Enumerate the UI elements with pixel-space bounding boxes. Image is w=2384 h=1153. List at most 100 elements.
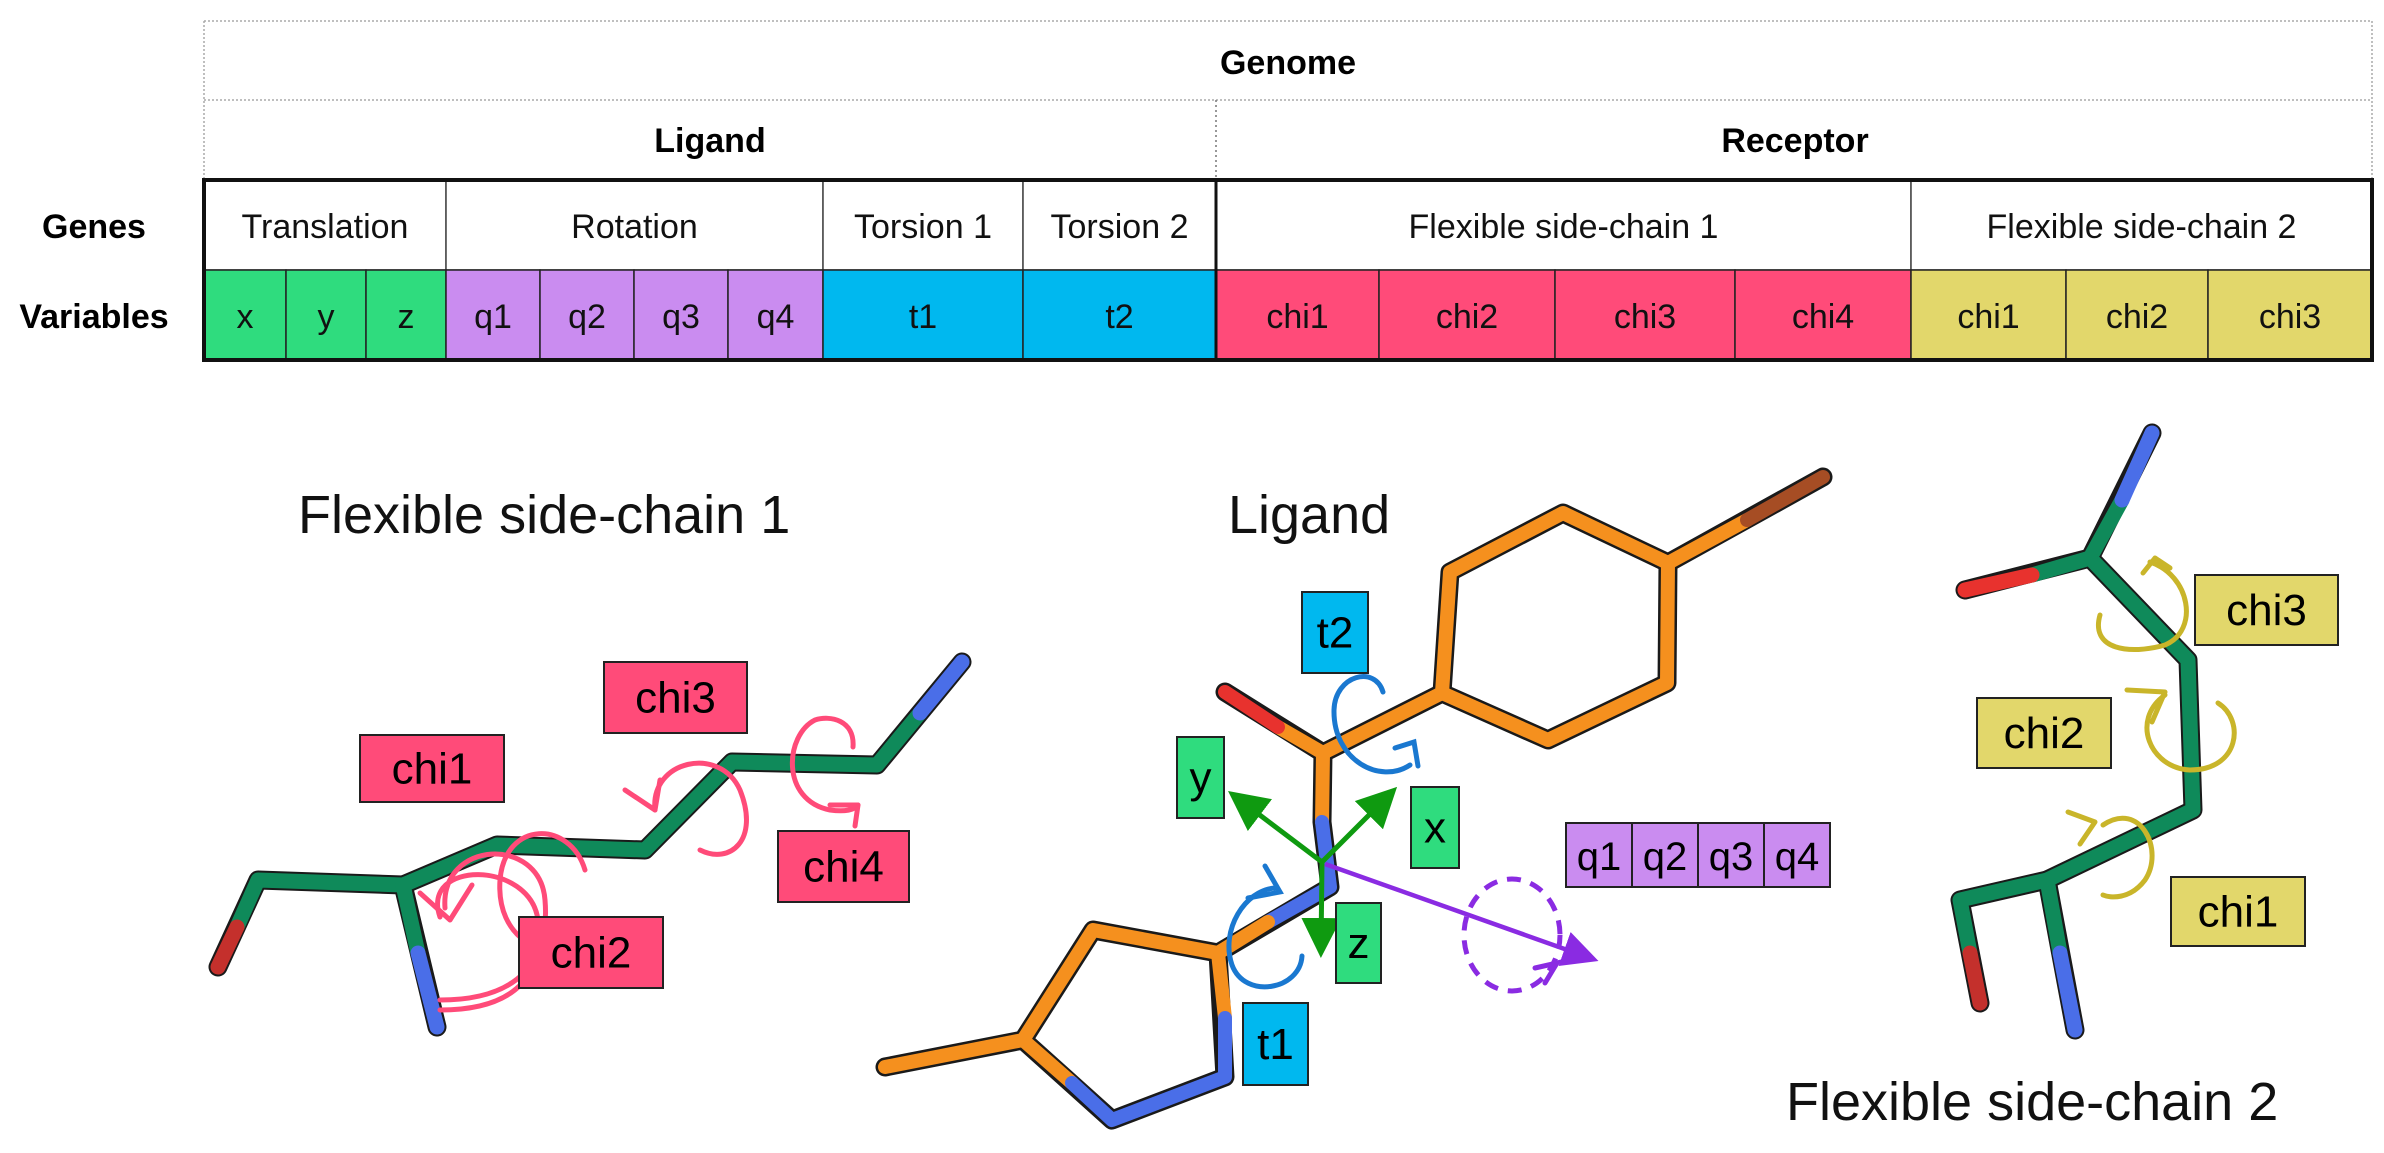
sc1-tag-chi2: chi2 bbox=[518, 916, 664, 989]
variable-cell bbox=[633, 269, 729, 361]
axis-tag-x-label: x bbox=[1424, 804, 1446, 853]
sc1-nitrogen-bond-1 bbox=[410, 945, 445, 1035]
variable-label: t2 bbox=[1105, 298, 1133, 336]
gene-cell bbox=[822, 179, 1024, 271]
variable-cell bbox=[1022, 269, 1217, 361]
rotation-dashed-circle-icon bbox=[1461, 876, 1563, 994]
rotation-tag-q4-box bbox=[1763, 822, 1831, 888]
gene-label: Flexible side-chain 2 bbox=[1987, 208, 2297, 246]
variable-label: z bbox=[398, 298, 415, 336]
sc1-chi1-arc-icon bbox=[437, 851, 549, 1003]
variable-label: chi4 bbox=[1792, 298, 1854, 336]
sc2-tag-chi2-box bbox=[1976, 697, 2112, 769]
sc2-oxygen-bond-1 bbox=[1957, 567, 2040, 598]
sc1-chi4-arrowhead-icon bbox=[827, 802, 861, 829]
sc2-chi1-arc-icon bbox=[2100, 815, 2155, 900]
sc2-chi2-arrowhead-icon bbox=[2124, 687, 2168, 725]
variable-label: x bbox=[237, 298, 254, 336]
ligand-nitrogen-bond bbox=[1261, 815, 1337, 929]
sidechain1-tags: chi1 chi2 chi3 chi4 bbox=[359, 661, 910, 989]
sidechain2-molecule bbox=[1950, 423, 2203, 1040]
variable-cell bbox=[1910, 269, 2067, 361]
variable-label: q1 bbox=[474, 298, 512, 336]
variable-cell bbox=[2207, 269, 2373, 361]
axis-tag-z-label: z bbox=[1348, 919, 1370, 968]
genome-label: Genome bbox=[1220, 44, 1356, 82]
sc1-tag-chi2-label: chi2 bbox=[551, 929, 632, 978]
receptor-header: Receptor bbox=[1721, 122, 1868, 160]
rotation-tag-q1-label: q1 bbox=[1577, 835, 1622, 879]
sc2-tag-chi3-label: chi3 bbox=[2226, 586, 2307, 635]
sc1-chi1-arrowhead-icon bbox=[417, 882, 475, 923]
variable-label: q3 bbox=[662, 298, 700, 336]
sidechain2-title: Flexible side-chain 2 bbox=[1786, 1072, 2278, 1132]
sc2-tag-chi2-label: chi2 bbox=[2004, 709, 2085, 758]
x-axis-arrow-icon bbox=[1320, 786, 1398, 864]
sc1-tag-chi3: chi3 bbox=[603, 661, 748, 734]
sc2-tag-chi3: chi3 bbox=[2194, 574, 2339, 646]
sc1-tag-chi1: chi1 bbox=[359, 734, 505, 803]
variable-label: chi2 bbox=[1436, 298, 1498, 336]
sc2-chi3-arc-icon bbox=[2095, 559, 2189, 653]
sc2-chi3-arrowhead-icon bbox=[2140, 555, 2173, 576]
variable-label: q2 bbox=[568, 298, 606, 336]
axis-tag-z: z bbox=[1335, 902, 1382, 984]
sc1-tag-chi3-box bbox=[603, 661, 748, 734]
sidechain1-title: Flexible side-chain 1 bbox=[298, 485, 790, 545]
sc1-chi3-arc-icon bbox=[652, 760, 749, 857]
variable-label: chi3 bbox=[2259, 298, 2321, 336]
sc1-chi4-arc-icon bbox=[789, 715, 861, 814]
gene-label: Translation bbox=[242, 208, 409, 246]
sc2-tag-chi3-box bbox=[2194, 574, 2339, 646]
ligand-title: Ligand bbox=[1228, 485, 1390, 545]
variable-label: chi1 bbox=[1957, 298, 2019, 336]
variable-cell bbox=[1554, 269, 1736, 361]
sc2-tag-chi1-box bbox=[2170, 876, 2306, 947]
variable-cell bbox=[2065, 269, 2209, 361]
gene-cell bbox=[1910, 179, 2373, 271]
variable-label: chi2 bbox=[2106, 298, 2168, 336]
torsion-tag-t1: t1 bbox=[1242, 1002, 1309, 1086]
sc1-nitrogen-bond-2 bbox=[912, 654, 970, 721]
sc2-oxygen-bond-2 bbox=[1962, 945, 1988, 1011]
sc2-chi1-arrowhead-icon bbox=[2065, 809, 2098, 847]
variable-cell bbox=[727, 269, 824, 361]
torsion-tag-t2-label: t2 bbox=[1317, 609, 1354, 658]
sc1-oxygen-bond bbox=[210, 919, 245, 975]
variable-label: chi3 bbox=[1614, 298, 1676, 336]
t2-rotation-arc-icon bbox=[1331, 674, 1413, 775]
torsion-tag-t2-box bbox=[1301, 591, 1369, 674]
gene-cell bbox=[203, 179, 447, 271]
gene-cell bbox=[1215, 179, 1912, 271]
gene-cell bbox=[1022, 179, 1217, 271]
variable-cell bbox=[822, 269, 1024, 361]
ligand-panel: Ligand bbox=[875, 467, 1833, 1130]
y-axis-arrow-icon bbox=[1228, 790, 1324, 864]
rotation-tag-q2: q2 bbox=[1631, 822, 1699, 888]
variables-row-label: Variables bbox=[19, 298, 168, 336]
sc2-nitrogen-bond-2 bbox=[2052, 945, 2083, 1038]
rotation-tag-q3-box bbox=[1697, 822, 1765, 888]
table-frame bbox=[202, 178, 2374, 362]
sc1-tag-chi3-label: chi3 bbox=[635, 674, 716, 723]
sc1-chi3-arrowhead-icon bbox=[622, 777, 663, 813]
rotation-tag-q4-label: q4 bbox=[1775, 835, 1820, 879]
translation-axes bbox=[1228, 786, 1398, 958]
sc2-tag-chi2: chi2 bbox=[1976, 697, 2112, 769]
genes-row-label: Genes bbox=[42, 208, 146, 246]
variable-label: chi1 bbox=[1266, 298, 1328, 336]
rotation-tag-q2-label: q2 bbox=[1643, 835, 1688, 879]
sc1-tag-chi1-box bbox=[359, 734, 505, 803]
ligand-molecule bbox=[875, 467, 1833, 1130]
rotation-tag-q1: q1 bbox=[1565, 822, 1633, 888]
rotation-tag-q3-label: q3 bbox=[1709, 835, 1754, 879]
ligand-bromine-bond bbox=[1740, 470, 1830, 527]
gene-label: Rotation bbox=[571, 208, 698, 246]
axis-tag-y-box bbox=[1176, 736, 1225, 819]
variable-label: t1 bbox=[909, 298, 937, 336]
axis-tag-x: x bbox=[1410, 786, 1460, 869]
sc1-tag-chi4-label: chi4 bbox=[803, 843, 884, 892]
